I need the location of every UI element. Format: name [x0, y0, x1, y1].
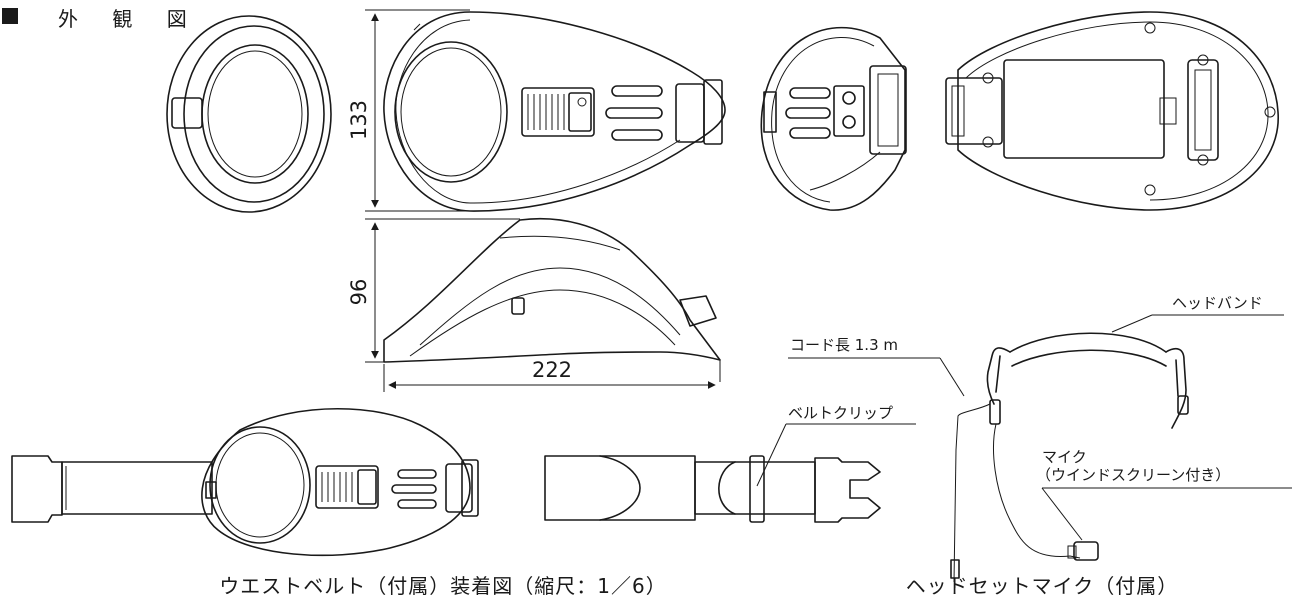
headband-callout: ヘッドバンド: [1111, 294, 1284, 333]
heading-title: 外 観 図: [58, 7, 201, 31]
height-value: 133: [347, 100, 371, 140]
top-view-unit: [383, 11, 726, 212]
depth-value: 96: [347, 279, 371, 306]
heading-square-icon: [2, 8, 18, 24]
belt-clip-callout: ベルトクリップ: [756, 404, 916, 487]
headband-label: ヘッドバンド: [1172, 294, 1263, 312]
width-value: 222: [532, 358, 572, 382]
waist-belt-assembly: [11, 407, 881, 557]
microphone-label: マイク: [1042, 448, 1087, 466]
cord-length-callout: コード長 1.3 m: [788, 336, 965, 397]
belt-clip-label: ベルトクリップ: [788, 404, 893, 422]
headset-mic-caption: ヘッドセットマイク（付属）: [906, 574, 1179, 598]
width-dimension: 222: [383, 358, 716, 392]
waist-belt-caption: ウエストベルト（付属）装着図（縮尺：1／6）: [219, 574, 666, 598]
headset-microphone: [950, 332, 1189, 588]
microphone-callout: マイク （ウインドスクリーン付き）: [1036, 448, 1292, 541]
bottom-view-unit: [945, 11, 1279, 211]
cord-length-label: コード長 1.3 m: [790, 336, 898, 354]
windscreen-label: （ウインドスクリーン付き）: [1036, 466, 1230, 484]
rear-view-unit: [760, 26, 907, 211]
side-profile-unit: [383, 217, 721, 382]
front-view-unit: [166, 15, 332, 213]
depth-dimension: 96: [347, 218, 520, 363]
height-dimension: 133: [347, 9, 470, 212]
